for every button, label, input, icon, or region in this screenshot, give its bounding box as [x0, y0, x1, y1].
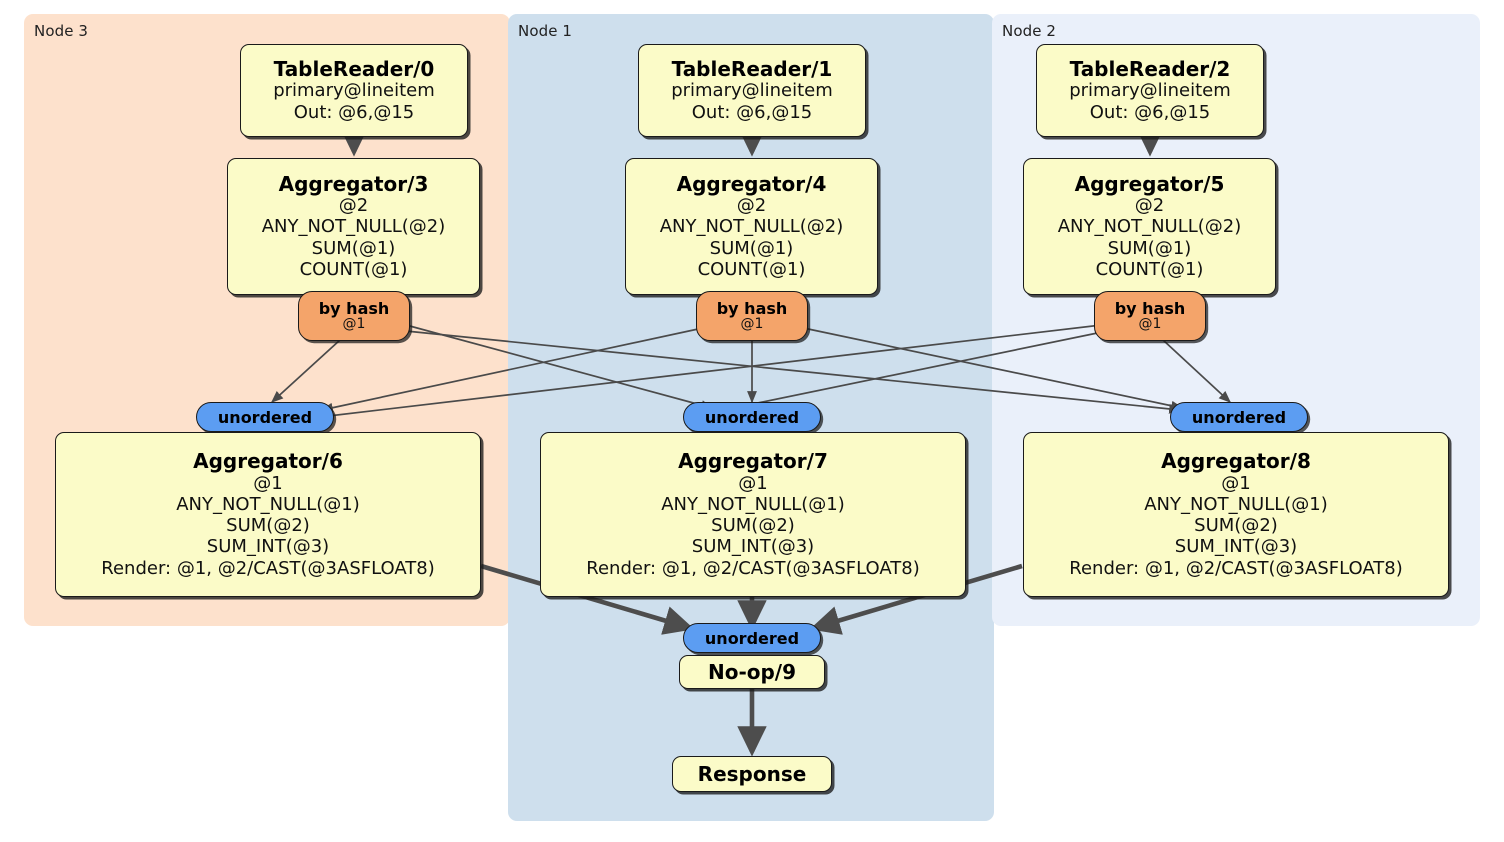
- node-line: COUNT(@1): [697, 258, 806, 280]
- node-line: primary@lineitem: [671, 80, 833, 102]
- node-title: Aggregator/7: [678, 449, 828, 474]
- node-line: SUM(@2): [711, 515, 795, 537]
- node-line: Out: @6,@15: [1089, 101, 1211, 123]
- node-line: @2: [1134, 195, 1165, 217]
- router-line: @1: [1138, 316, 1162, 333]
- node-line: SUM(@2): [226, 515, 310, 537]
- input-unordered-right[interactable]: unordered: [1170, 402, 1308, 432]
- router-title: by hash: [318, 298, 390, 318]
- router-by-hash-right[interactable]: by hash @1: [1094, 291, 1206, 341]
- node-line: Out: @6,@15: [691, 101, 813, 123]
- node-title: Response: [697, 761, 807, 786]
- node-aggregator-8[interactable]: Aggregator/8 @1 ANY_NOT_NULL(@1) SUM(@2)…: [1023, 432, 1449, 597]
- node-line: COUNT(@1): [1095, 258, 1204, 280]
- node-line: @1: [253, 472, 283, 494]
- input-title: unordered: [704, 407, 800, 427]
- node-line: @2: [338, 195, 369, 217]
- node-tablereader-0[interactable]: TableReader/0 primary@lineitem Out: @6,@…: [240, 44, 468, 137]
- node-response[interactable]: Response: [672, 756, 832, 792]
- node-line: SUM_INT(@3): [691, 536, 815, 558]
- node-tablereader-2[interactable]: TableReader/2 primary@lineitem Out: @6,@…: [1036, 44, 1264, 137]
- input-title: unordered: [1191, 407, 1287, 427]
- node-title: Aggregator/4: [676, 171, 827, 196]
- node-line: SUM(@1): [311, 237, 396, 259]
- node-line: primary@lineitem: [273, 80, 435, 102]
- node-line: ANY_NOT_NULL(@1): [1144, 493, 1328, 515]
- panel-label-node2: Node 2: [1002, 22, 1057, 40]
- node-line: ANY_NOT_NULL(@2): [1057, 216, 1242, 238]
- node-noop-9[interactable]: No-op/9: [679, 655, 825, 689]
- panel-label-node1: Node 1: [518, 22, 573, 40]
- node-line: ANY_NOT_NULL(@1): [661, 493, 845, 515]
- node-title: Aggregator/5: [1074, 171, 1225, 196]
- input-title: unordered: [704, 628, 800, 648]
- node-title: Aggregator/8: [1161, 449, 1311, 474]
- router-line: @1: [342, 316, 366, 333]
- node-title: TableReader/1: [671, 57, 833, 82]
- node-line: primary@lineitem: [1069, 80, 1231, 102]
- input-unordered-final[interactable]: unordered: [683, 623, 821, 653]
- router-title: by hash: [716, 298, 788, 318]
- node-line: @1: [1221, 472, 1251, 494]
- node-title: No-op/9: [707, 659, 797, 684]
- node-line: SUM(@1): [1107, 237, 1192, 259]
- router-by-hash-center[interactable]: by hash @1: [696, 291, 808, 341]
- node-line: Render: @1, @2/CAST(@3ASFLOAT8): [101, 557, 435, 579]
- node-line: ANY_NOT_NULL(@1): [176, 493, 360, 515]
- node-line: ANY_NOT_NULL(@2): [261, 216, 446, 238]
- node-aggregator-6[interactable]: Aggregator/6 @1 ANY_NOT_NULL(@1) SUM(@2)…: [55, 432, 481, 597]
- node-line: SUM(@2): [1194, 515, 1278, 537]
- node-tablereader-1[interactable]: TableReader/1 primary@lineitem Out: @6,@…: [638, 44, 866, 137]
- node-title: Aggregator/3: [278, 171, 429, 196]
- node-line: @1: [738, 472, 768, 494]
- input-title: unordered: [217, 407, 313, 427]
- node-line: COUNT(@1): [299, 258, 408, 280]
- node-line: SUM(@1): [709, 237, 794, 259]
- node-line: SUM_INT(@3): [206, 536, 330, 558]
- node-aggregator-7[interactable]: Aggregator/7 @1 ANY_NOT_NULL(@1) SUM(@2)…: [540, 432, 966, 597]
- node-aggregator-4[interactable]: Aggregator/4 @2 ANY_NOT_NULL(@2) SUM(@1)…: [625, 158, 878, 295]
- router-title: by hash: [1114, 298, 1186, 318]
- node-line: Render: @1, @2/CAST(@3ASFLOAT8): [1069, 557, 1403, 579]
- node-title: Aggregator/6: [193, 449, 343, 474]
- router-line: @1: [740, 316, 764, 333]
- node-aggregator-3[interactable]: Aggregator/3 @2 ANY_NOT_NULL(@2) SUM(@1)…: [227, 158, 480, 295]
- node-line: SUM_INT(@3): [1174, 536, 1298, 558]
- node-line: Render: @1, @2/CAST(@3ASFLOAT8): [586, 557, 920, 579]
- node-title: TableReader/0: [273, 57, 435, 82]
- node-aggregator-5[interactable]: Aggregator/5 @2 ANY_NOT_NULL(@2) SUM(@1)…: [1023, 158, 1276, 295]
- node-line: @2: [736, 195, 767, 217]
- input-unordered-center[interactable]: unordered: [683, 402, 821, 432]
- input-unordered-left[interactable]: unordered: [196, 402, 334, 432]
- node-title: TableReader/2: [1069, 57, 1231, 82]
- router-by-hash-left[interactable]: by hash @1: [298, 291, 410, 341]
- node-line: Out: @6,@15: [293, 101, 415, 123]
- node-line: ANY_NOT_NULL(@2): [659, 216, 844, 238]
- panel-label-node3: Node 3: [34, 22, 89, 40]
